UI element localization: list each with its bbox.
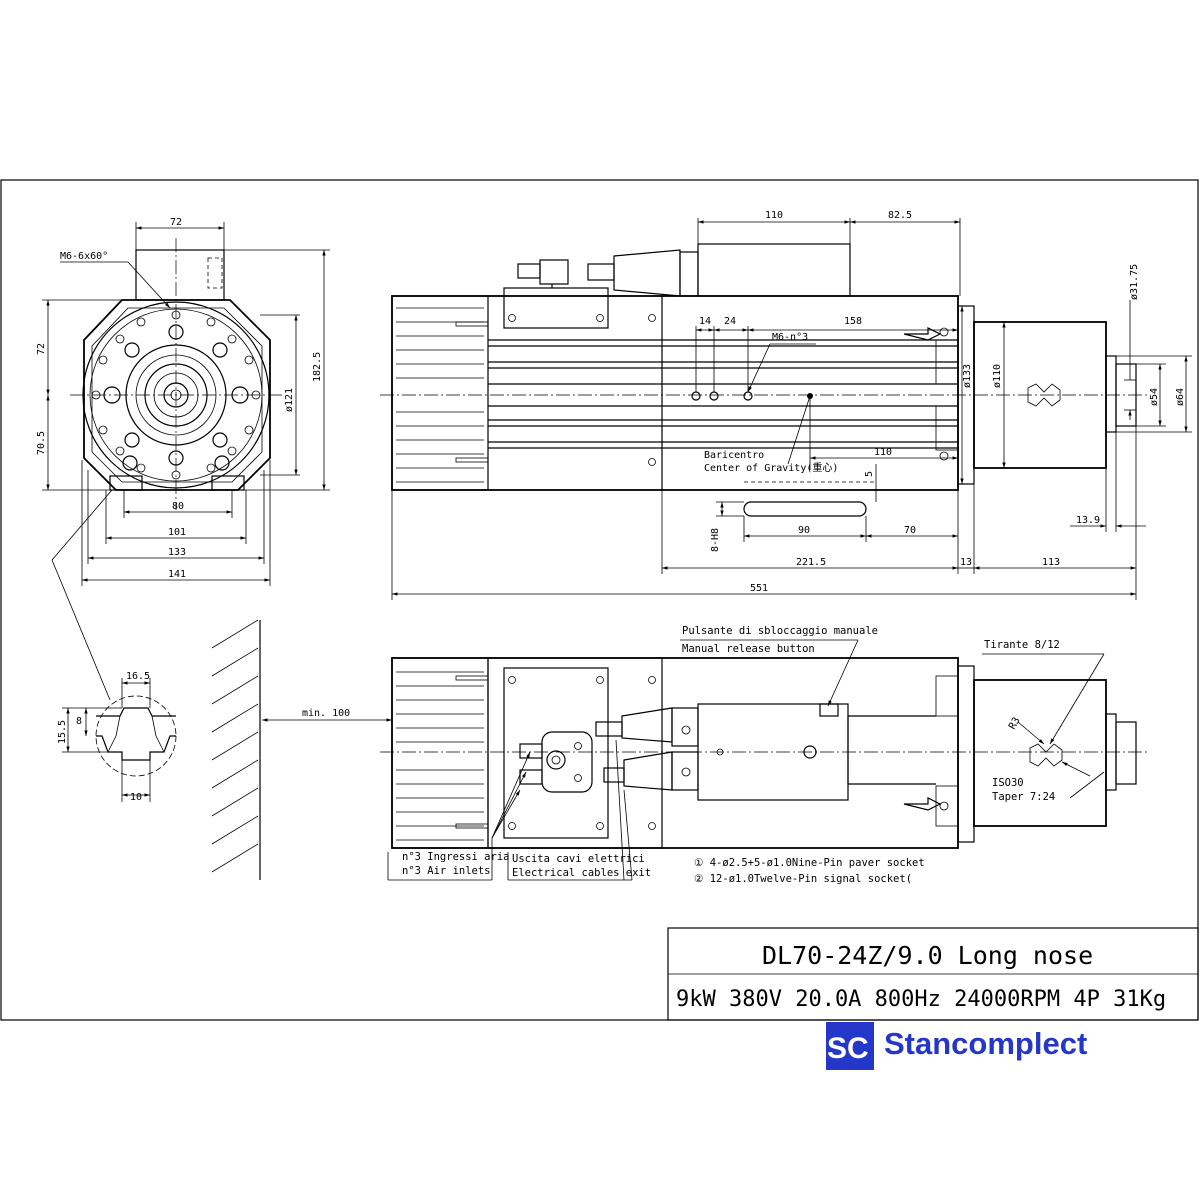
dim-110-top: 110 [765, 210, 783, 221]
front-view: 72 M6-6x60° 72 70.5 ø121 182.5 80 [36, 217, 330, 701]
dim-15-5: 15.5 [57, 720, 68, 744]
model-title: DL70-24Z/9.0 Long nose [762, 941, 1093, 970]
dim-dia-133-side: ø133 [962, 364, 973, 388]
dim-dia-64: ø64 [1175, 388, 1186, 406]
dim-141: 141 [168, 569, 186, 580]
dim-182-5: 182.5 [312, 352, 323, 382]
front-thread-label: M6-6x60° [60, 251, 108, 262]
dim-dia-54: ø54 [1149, 388, 1160, 406]
top-view: min. 100 [211, 619, 1150, 885]
drawbar-label: Tirante 8/12 [984, 639, 1060, 651]
dim-min-100: min. 100 [302, 708, 350, 719]
air-inlets-it: n°3 Ingressi aria [402, 851, 509, 863]
dim-101: 101 [168, 527, 186, 538]
dim-r3: R3 [1007, 716, 1023, 732]
dim-8: 8 [76, 716, 82, 727]
dim-133: 133 [168, 547, 186, 558]
cables-exit-en: Electrical cables exit [512, 867, 651, 879]
dim-24: 24 [724, 316, 736, 327]
iso-label: ISO30 [992, 777, 1024, 789]
title-block: DL70-24Z/9.0 Long nose 9kW 380V 20.0A 80… [667, 927, 1199, 1021]
cg-label-it: Baricentro [704, 450, 764, 461]
dim-90: 90 [798, 525, 810, 536]
socket-note-1: ① 4-ø2.5+5-ø1.0Nine-Pin paver socket [694, 857, 925, 869]
drawing-frame [0, 179, 1199, 1021]
detail-view: 16.5 15.5 8 10 [57, 671, 177, 803]
release-label-it: Pulsante di sbloccaggio manuale [682, 625, 878, 637]
side-view: 110 82.5 14 24 158 M6-n°3 [380, 210, 1192, 600]
dim-14: 14 [699, 316, 711, 327]
dim-5: 5 [864, 471, 875, 477]
taper-label: Taper 7:24 [992, 791, 1055, 803]
dim-110-cg: 110 [874, 447, 892, 458]
dim-221-5: 221.5 [796, 557, 826, 568]
dim-dia-121: ø121 [284, 388, 295, 412]
dim-dia-110: ø110 [992, 364, 1003, 388]
side-thread-label: M6-n°3 [772, 332, 808, 343]
cg-label-en: Center of Gravity(重心) [704, 461, 838, 474]
dim-13: 13 [960, 557, 972, 568]
dim-551: 551 [750, 583, 768, 594]
dim-72-top: 72 [170, 217, 182, 228]
brand-name: Stancomplect [884, 1026, 1087, 1061]
dim-82-5: 82.5 [888, 210, 912, 221]
air-inlets-en: n°3 Air inlets [402, 865, 491, 877]
logo-letters: SC [827, 1032, 869, 1065]
dim-113: 113 [1042, 557, 1060, 568]
dim-13-9: 13.9 [1076, 515, 1100, 526]
dim-72-left: 72 [36, 343, 47, 355]
model-specs: 9kW 380V 20.0A 800Hz 24000RPM 4P 31Kg [676, 987, 1166, 1012]
dim-70-5: 70.5 [36, 431, 47, 455]
dim-80: 80 [172, 501, 184, 512]
dim-158: 158 [844, 316, 862, 327]
dim-10: 10 [130, 792, 142, 803]
dim-dia-31-75: ø31.75 [1129, 264, 1140, 300]
dim-70: 70 [904, 525, 916, 536]
brand-logo: SC Stancomplect [826, 1022, 1087, 1070]
cables-exit-it: Uscita cavi elettrici [512, 853, 645, 865]
dim-16-5: 16.5 [126, 671, 150, 682]
dim-8-h8: 8-H8 [710, 528, 721, 552]
socket-note-2: ② 12-ø1.0Twelve-Pin signal socket( [694, 873, 912, 885]
release-label-en: Manual release button [682, 643, 815, 655]
